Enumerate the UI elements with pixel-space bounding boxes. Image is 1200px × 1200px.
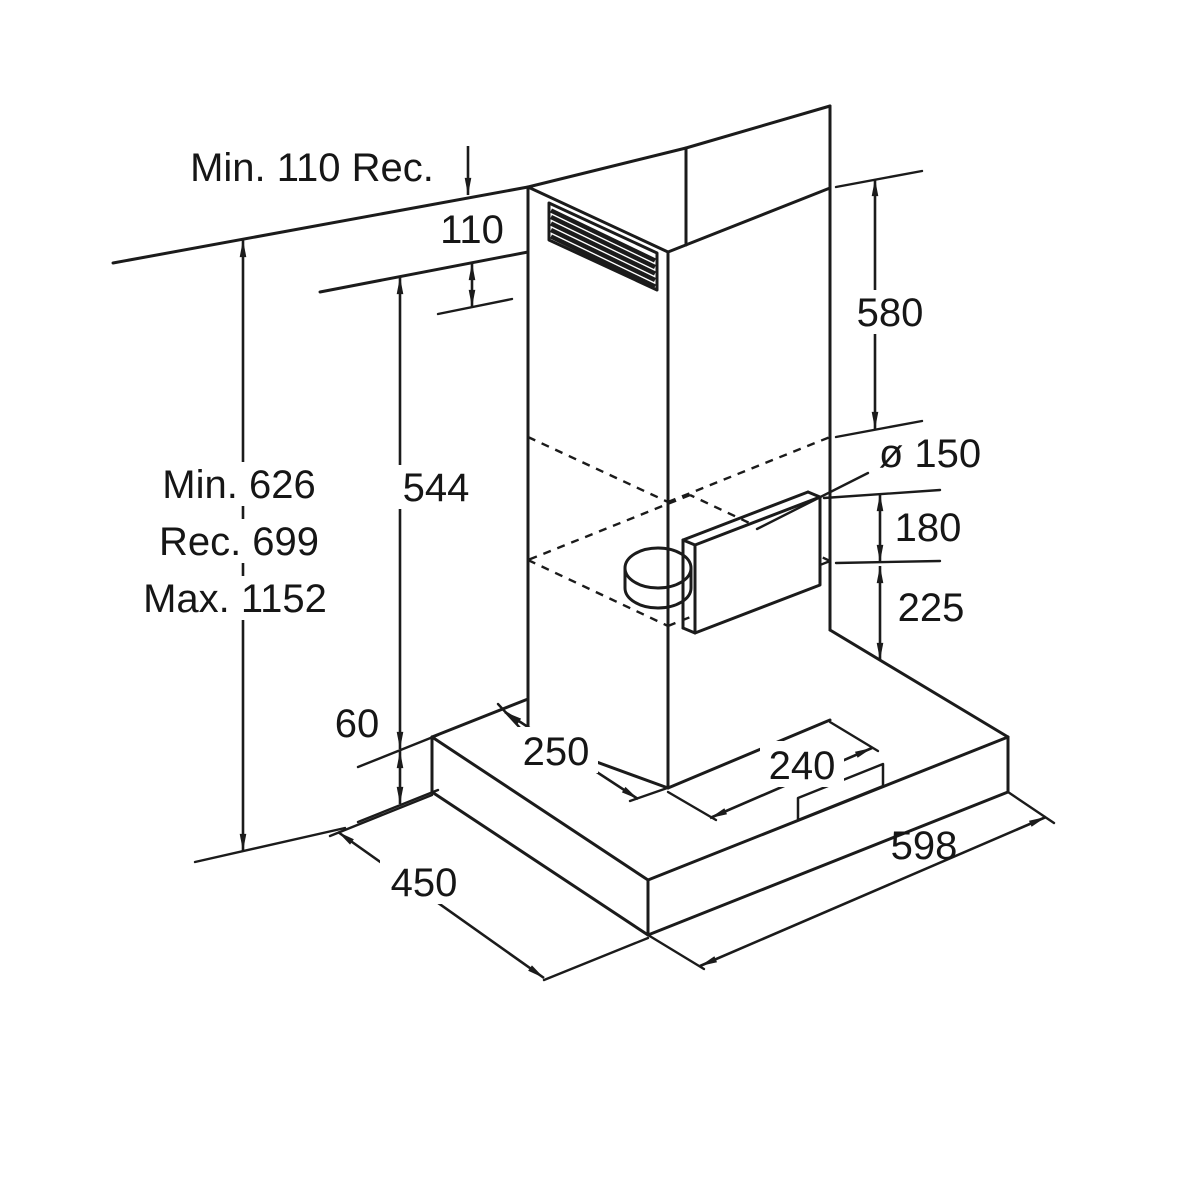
arrow-450 — [337, 830, 545, 980]
dimension-labels: Min. 110 Rec. 110 580 ø 150 180 225 Min.… — [139, 146, 981, 905]
duct-spigot — [623, 546, 693, 610]
telescopic-joint-dashed-line — [527, 435, 831, 504]
outlet-plate — [681, 490, 822, 635]
label-top-clearance: 110 — [440, 208, 504, 252]
label-ceiling-note: Min. 110 Rec. — [190, 146, 434, 190]
chimney-duct — [526, 146, 832, 790]
label-install-rec: Rec. 699 — [159, 520, 319, 564]
label-install-min: Min. 626 — [162, 463, 315, 507]
label-outlet-plate-height: 180 — [895, 506, 962, 550]
mounting-bracket — [684, 104, 832, 247]
label-chimney-length: 544 — [403, 466, 470, 510]
hood-base — [430, 628, 1010, 937]
label-chimney-width: 240 — [769, 744, 836, 788]
label-outlet-offset: 225 — [898, 586, 965, 630]
label-body-thickness: 60 — [335, 702, 380, 746]
arrow-598 — [699, 815, 1047, 968]
label-body-depth: 450 — [391, 861, 458, 905]
label-duct-diameter: ø 150 — [879, 432, 981, 476]
vent-grille — [547, 201, 659, 292]
label-install-max: Max. 1152 — [143, 577, 327, 621]
label-body-depth-at-chimney: 250 — [523, 730, 590, 774]
label-body-width: 598 — [891, 824, 958, 868]
wall-lines — [111, 185, 530, 294]
label-chimney-visible-height: 580 — [857, 291, 924, 335]
